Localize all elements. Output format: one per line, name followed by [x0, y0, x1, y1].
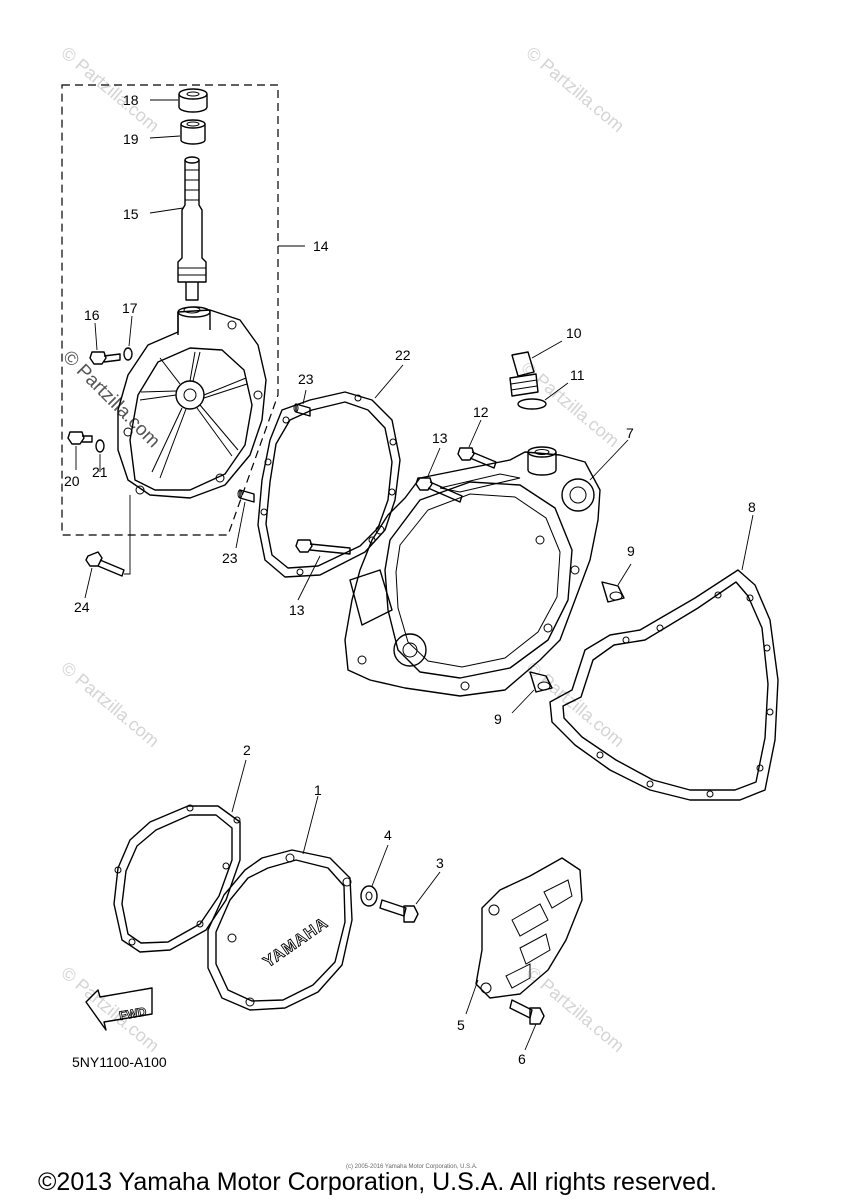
forward-arrow: FWD — [85, 987, 153, 1031]
label-20: 20 — [64, 473, 80, 489]
label-21: 21 — [92, 464, 108, 480]
leader-7 — [589, 439, 629, 481]
bolt-13-lower — [295, 539, 351, 555]
watermark-mid-left: © Partzilla.com — [57, 658, 163, 751]
crankcase-cover-7 — [344, 446, 601, 697]
label-3: 3 — [436, 855, 444, 871]
leader-22 — [374, 364, 404, 399]
label-15: 15 — [123, 206, 139, 222]
label-13-upper: 13 — [432, 430, 448, 446]
leader-15 — [149, 207, 184, 214]
label-23-lower: 23 — [222, 550, 238, 566]
label-4: 4 — [384, 827, 392, 843]
label-17: 17 — [122, 300, 138, 316]
label-1: 1 — [314, 782, 322, 798]
leader-23-lower — [235, 501, 246, 549]
dowel-9-lower — [529, 671, 553, 693]
washer-17 — [123, 347, 133, 361]
clutch-cover-1: YAMAHA — [207, 849, 353, 1011]
gasket-2-holes — [114, 804, 241, 946]
leader-11 — [544, 382, 569, 401]
bearing-18 — [178, 88, 208, 113]
label-23-upper: 23 — [298, 371, 314, 387]
watermarks: © Partzilla.com © Partzilla.com © Partzi… — [57, 43, 628, 1056]
label-12: 12 — [473, 404, 489, 420]
leader-16 — [94, 322, 98, 351]
leader-13-lower — [297, 555, 321, 601]
label-14: 14 — [313, 238, 329, 254]
leader-12 — [468, 419, 482, 448]
label-18: 18 — [123, 92, 139, 108]
washer-21 — [95, 439, 105, 453]
leader-6 — [524, 1023, 537, 1051]
part-labels: 18 19 15 14 16 17 20 21 24 23 23 22 10 1… — [64, 92, 756, 1067]
label-5: 5 — [457, 1017, 465, 1033]
gasket-8 — [549, 569, 779, 801]
label-22: 22 — [395, 347, 411, 363]
forward-arrow-label: FWD — [118, 1004, 148, 1023]
impeller-shaft-15 — [177, 156, 207, 314]
label-2: 2 — [243, 742, 251, 758]
leader-19 — [149, 135, 181, 139]
gasket-22-holes — [260, 394, 397, 576]
sprocket-guard-5 — [475, 857, 583, 999]
bolt-3 — [379, 899, 419, 923]
label-19: 19 — [123, 131, 139, 147]
needle-bearing-19 — [180, 119, 206, 145]
watermark-mid-right-2: © Partzilla.com — [522, 658, 628, 751]
label-8: 8 — [748, 499, 756, 515]
watermark-top-left: © Partzilla.com — [57, 43, 163, 136]
footer-copyright: ©2013 Yamaha Motor Corporation, U.S.A. A… — [38, 1168, 717, 1196]
watermark-top-right: © Partzilla.com — [522, 43, 628, 136]
label-16: 16 — [84, 307, 100, 323]
label-11: 11 — [570, 367, 585, 383]
leader-8 — [741, 514, 754, 571]
gasket-22 — [257, 391, 401, 578]
dowel-9-upper — [601, 581, 625, 603]
leader-24 — [84, 495, 131, 599]
bolt-20 — [67, 431, 93, 445]
small-copyright: (c) 2005-2016 Yamaha Motor Corporation, … — [346, 1164, 478, 1170]
bolt-6 — [509, 999, 545, 1025]
label-7: 7 — [626, 425, 634, 441]
leader-9-lower — [511, 689, 535, 714]
oil-plug-10 — [509, 351, 539, 397]
water-pump-housing — [117, 306, 267, 499]
leader-17 — [128, 315, 133, 347]
label-24: 24 — [74, 599, 90, 615]
label-9-upper: 9 — [627, 543, 635, 559]
assembly-14-boundary — [61, 84, 279, 536]
leader-1 — [302, 795, 319, 855]
leader-3 — [415, 871, 441, 905]
label-10: 10 — [566, 325, 582, 341]
gasket-8-holes — [596, 591, 774, 798]
leader-4 — [371, 844, 389, 887]
bolt-24 — [85, 551, 125, 577]
gasket-2 — [113, 805, 241, 953]
watermark-bottom-left: © Partzilla.com — [57, 963, 163, 1056]
leader-9-upper — [617, 563, 632, 586]
washer-4 — [360, 885, 378, 907]
label-9-lower: 9 — [494, 711, 502, 727]
leader-2 — [231, 759, 247, 813]
watermark-bottom-right: © Partzilla.com — [522, 963, 628, 1056]
dowel-23-lower — [237, 489, 255, 503]
leader-5 — [465, 979, 479, 1015]
leader-10 — [531, 340, 563, 359]
o-ring-11 — [517, 398, 547, 410]
bolt-13-upper — [415, 477, 463, 503]
label-6: 6 — [518, 1051, 526, 1067]
leader-13-upper — [427, 447, 441, 477]
bolt-16 — [89, 351, 121, 365]
dowel-23-upper — [293, 403, 311, 417]
diagram-code: 5NY1100-A100 — [72, 1054, 167, 1070]
cover-logo: YAMAHA — [261, 914, 332, 971]
bolt-12 — [457, 447, 497, 469]
label-13-lower: 13 — [289, 602, 305, 618]
